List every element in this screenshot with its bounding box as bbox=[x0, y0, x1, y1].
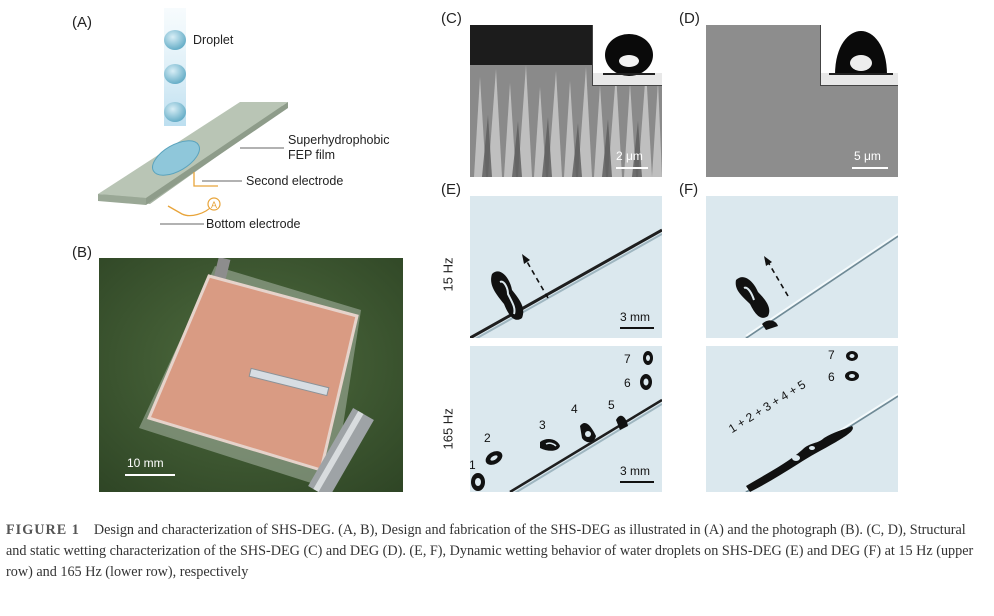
film-callout-line-2: FEP film bbox=[288, 148, 335, 162]
ammeter-letter: A bbox=[211, 200, 217, 210]
sem-image-deg: 5 μm bbox=[706, 25, 898, 177]
film-callout: Superhydrophobic FEP film bbox=[288, 133, 389, 163]
row-label-15hz: 15 Hz bbox=[440, 257, 456, 292]
droplet-3 bbox=[164, 102, 186, 122]
droplet-number-2: 2 bbox=[484, 431, 491, 445]
second-electrode-callout: Second electrode bbox=[246, 174, 344, 188]
film-callout-line-1: Superhydrophobic bbox=[288, 133, 390, 147]
deg-droplet-number-6: 6 bbox=[828, 370, 835, 384]
photograph-drawing bbox=[99, 258, 403, 492]
row-label-165hz: 165 Hz bbox=[440, 408, 456, 450]
caption-text: Design and characterization of SHS-DEG. … bbox=[6, 522, 974, 580]
panel-f-label: (F) bbox=[679, 181, 699, 198]
sem-deg-scale-bar bbox=[852, 167, 888, 169]
panel-c-label: (C) bbox=[441, 10, 462, 27]
video-frame-deg-15hz bbox=[706, 196, 898, 338]
droplet-callout: Droplet bbox=[193, 33, 234, 47]
ammeter-icon bbox=[207, 197, 221, 211]
bottom-electrode-callout: Bottom electrode bbox=[206, 217, 301, 231]
droplet-number-6: 6 bbox=[624, 376, 631, 390]
video-frame-shs-165hz: 1 2 3 4 5 6 7 3 mm bbox=[470, 346, 662, 492]
photo-scale-label: 10 mm bbox=[127, 456, 164, 470]
figure-number: FIGURE 1 bbox=[6, 522, 80, 538]
video-frame-shs-15hz: 3 mm bbox=[470, 196, 662, 338]
second-electrode-wire bbox=[193, 172, 218, 187]
sem-shs-scale-bar bbox=[616, 167, 648, 169]
shs-165hz-scale-label: 3 mm bbox=[620, 464, 650, 478]
sem-image-shs: 2 μm bbox=[470, 25, 662, 177]
droplet-1 bbox=[164, 30, 186, 50]
sem-shs-scale-label: 2 μm bbox=[616, 149, 643, 163]
droplet-number-7: 7 bbox=[624, 352, 631, 366]
bottom-electrode-wire bbox=[167, 205, 213, 217]
shs-15hz-scale-bar bbox=[620, 327, 654, 329]
droplet-number-5: 5 bbox=[608, 398, 615, 412]
sem-deg-scale-label: 5 μm bbox=[854, 149, 881, 163]
shs-15hz-scale-label: 3 mm bbox=[620, 310, 650, 324]
panel-b-label: (B) bbox=[72, 244, 92, 261]
contact-angle-inset-deg bbox=[820, 25, 898, 86]
substrate-edge bbox=[146, 102, 288, 205]
panel-e-label: (E) bbox=[441, 181, 461, 198]
droplet-number-1: 1 bbox=[470, 458, 476, 472]
panel-a-label: (A) bbox=[72, 14, 92, 31]
device-schematic: A bbox=[98, 8, 288, 225]
panel-d-label: (D) bbox=[679, 10, 700, 27]
deg-droplet-number-7: 7 bbox=[828, 348, 835, 362]
droplet-number-3: 3 bbox=[539, 418, 546, 432]
photo-scale-bar bbox=[125, 474, 175, 476]
droplet-number-4: 4 bbox=[571, 402, 578, 416]
video-frame-deg-165hz: 6 7 1 + 2 + 3 + 4 + 5 bbox=[706, 346, 898, 492]
contact-angle-inset-shs bbox=[592, 25, 662, 86]
droplet-on-film bbox=[152, 140, 200, 176]
device-photograph: 10 mm bbox=[99, 258, 403, 492]
droplet-2 bbox=[164, 64, 186, 84]
shs-165hz-scale-bar bbox=[620, 481, 654, 483]
substrate-front bbox=[98, 194, 146, 205]
